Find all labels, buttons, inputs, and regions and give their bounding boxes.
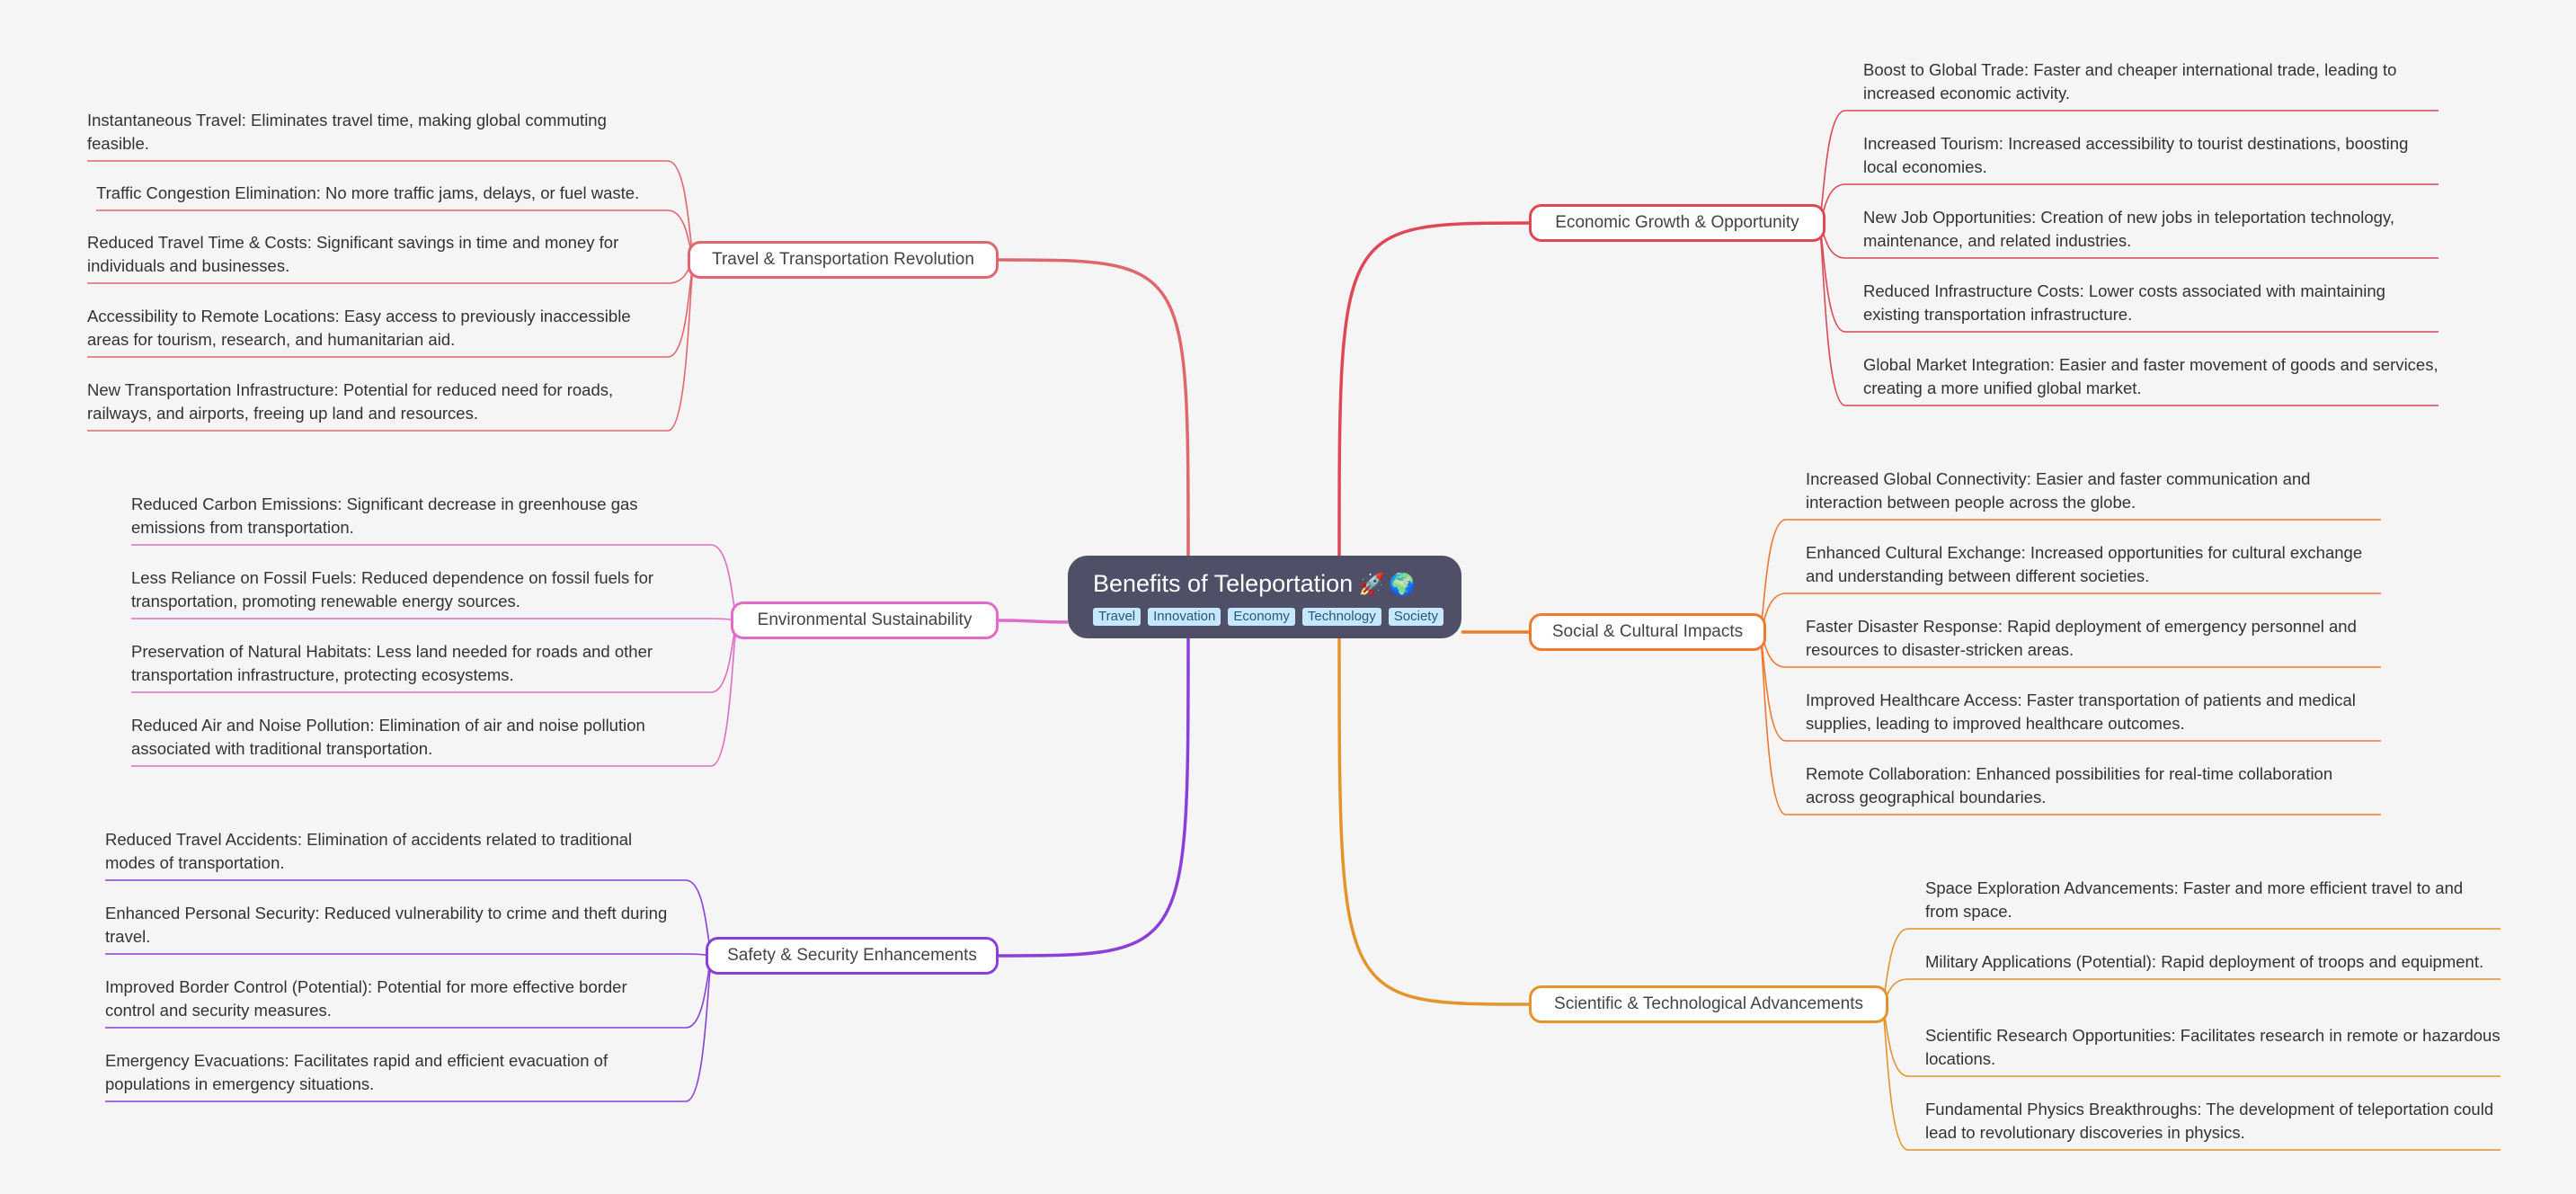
central-topic[interactable]: Benefits of Teleportation🚀🌍 Travel Innov… [1068,556,1461,638]
main-connector-2 [998,637,1190,958]
central-title: Benefits of Teleportation [1093,570,1354,597]
leaf-travel-instantaneous[interactable]: Instantaneous Travel: Eliminates travel … [87,111,607,153]
leaf-social-collaboration[interactable]: Remote Collaboration: Enhanced possibili… [1806,764,2333,806]
main-connector-1 [998,619,1069,624]
leaf-env-habitats[interactable]: Preservation of Natural Habitats: Less l… [131,642,653,684]
tag-society[interactable]: Society [1388,608,1443,626]
leaf-econ-infrastructure[interactable]: Reduced Infrastructure Costs: Lower cost… [1863,281,2385,324]
branch-environment[interactable]: Environmental Sustainability [731,601,999,639]
earth-icon: 🌍 [1389,573,1416,597]
leaf-travel-infrastructure[interactable]: New Transportation Infrastructure: Poten… [87,380,614,423]
leaf-connector-2-1 [105,953,714,957]
leaf-social-healthcare[interactable]: Improved Healthcare Access: Faster trans… [1806,691,2356,733]
leaf-env-carbon[interactable]: Reduced Carbon Emissions: Significant de… [131,495,638,537]
tag-list: Travel Innovation Economy Technology Soc… [1093,608,1443,626]
main-connector-0 [998,258,1190,557]
leaf-sci-space[interactable]: Space Exploration Advancements: Faster a… [1925,878,2464,921]
leaf-safety-personal[interactable]: Enhanced Personal Security: Reduced vuln… [105,904,668,946]
leaf-travel-congestion[interactable]: Traffic Congestion Elimination: No more … [96,183,640,202]
central-title-row: Benefits of Teleportation🚀🌍 [1093,568,1436,601]
branch-travel[interactable]: Travel & Transportation Revolution [688,241,999,279]
tag-economy[interactable]: Economy [1228,608,1295,626]
leaf-econ-jobs[interactable]: New Job Opportunities: Creation of new j… [1863,208,2394,250]
leaf-sci-military[interactable]: Military Applications (Potential): Rapid… [1925,952,2484,971]
leaf-sci-research[interactable]: Scientific Research Opportunities: Facil… [1925,1026,2500,1068]
leaf-connector-1-1 [131,618,739,621]
leaf-social-connectivity[interactable]: Increased Global Connectivity: Easier an… [1806,469,2311,512]
rocket-icon: 🚀 [1358,573,1386,597]
branch-scientific[interactable]: Scientific & Technological Advancements [1529,985,1888,1023]
tag-innovation[interactable]: Innovation [1148,608,1221,626]
leaf-econ-market[interactable]: Global Market Integration: Easier and fa… [1863,355,2438,397]
leaf-social-disaster[interactable]: Faster Disaster Response: Rapid deployme… [1806,617,2357,659]
branch-social[interactable]: Social & Cultural Impacts [1529,613,1766,651]
leaf-env-fossil[interactable]: Less Reliance on Fossil Fuels: Reduced d… [131,568,654,610]
main-connector-5 [1337,637,1530,1006]
tag-travel[interactable]: Travel [1093,608,1141,626]
branch-safety[interactable]: Safety & Security Enhancements [706,937,999,975]
leaf-econ-trade[interactable]: Boost to Global Trade: Faster and cheape… [1863,60,2397,102]
leaf-social-cultural[interactable]: Enhanced Cultural Exchange: Increased op… [1806,543,2363,585]
branch-economic[interactable]: Economic Growth & Opportunity [1529,204,1825,242]
main-connector-3 [1337,221,1530,557]
leaf-econ-tourism[interactable]: Increased Tourism: Increased accessibili… [1863,134,2409,176]
leaf-connector-5-1 [1880,978,2500,1005]
leaf-safety-evacuations[interactable]: Emergency Evacuations: Facilitates rapid… [105,1051,608,1093]
leaf-env-pollution[interactable]: Reduced Air and Noise Pollution: Elimina… [131,716,645,758]
leaf-travel-remote[interactable]: Accessibility to Remote Locations: Easy … [87,307,631,349]
leaf-travel-costs[interactable]: Reduced Travel Time & Costs: Significant… [87,233,619,275]
tag-technology[interactable]: Technology [1301,608,1381,626]
leaf-sci-physics[interactable]: Fundamental Physics Breakthroughs: The d… [1925,1100,2494,1142]
leaf-safety-border[interactable]: Improved Border Control (Potential): Pot… [105,977,627,1020]
leaf-safety-accidents[interactable]: Reduced Travel Accidents: Elimination of… [105,830,633,872]
